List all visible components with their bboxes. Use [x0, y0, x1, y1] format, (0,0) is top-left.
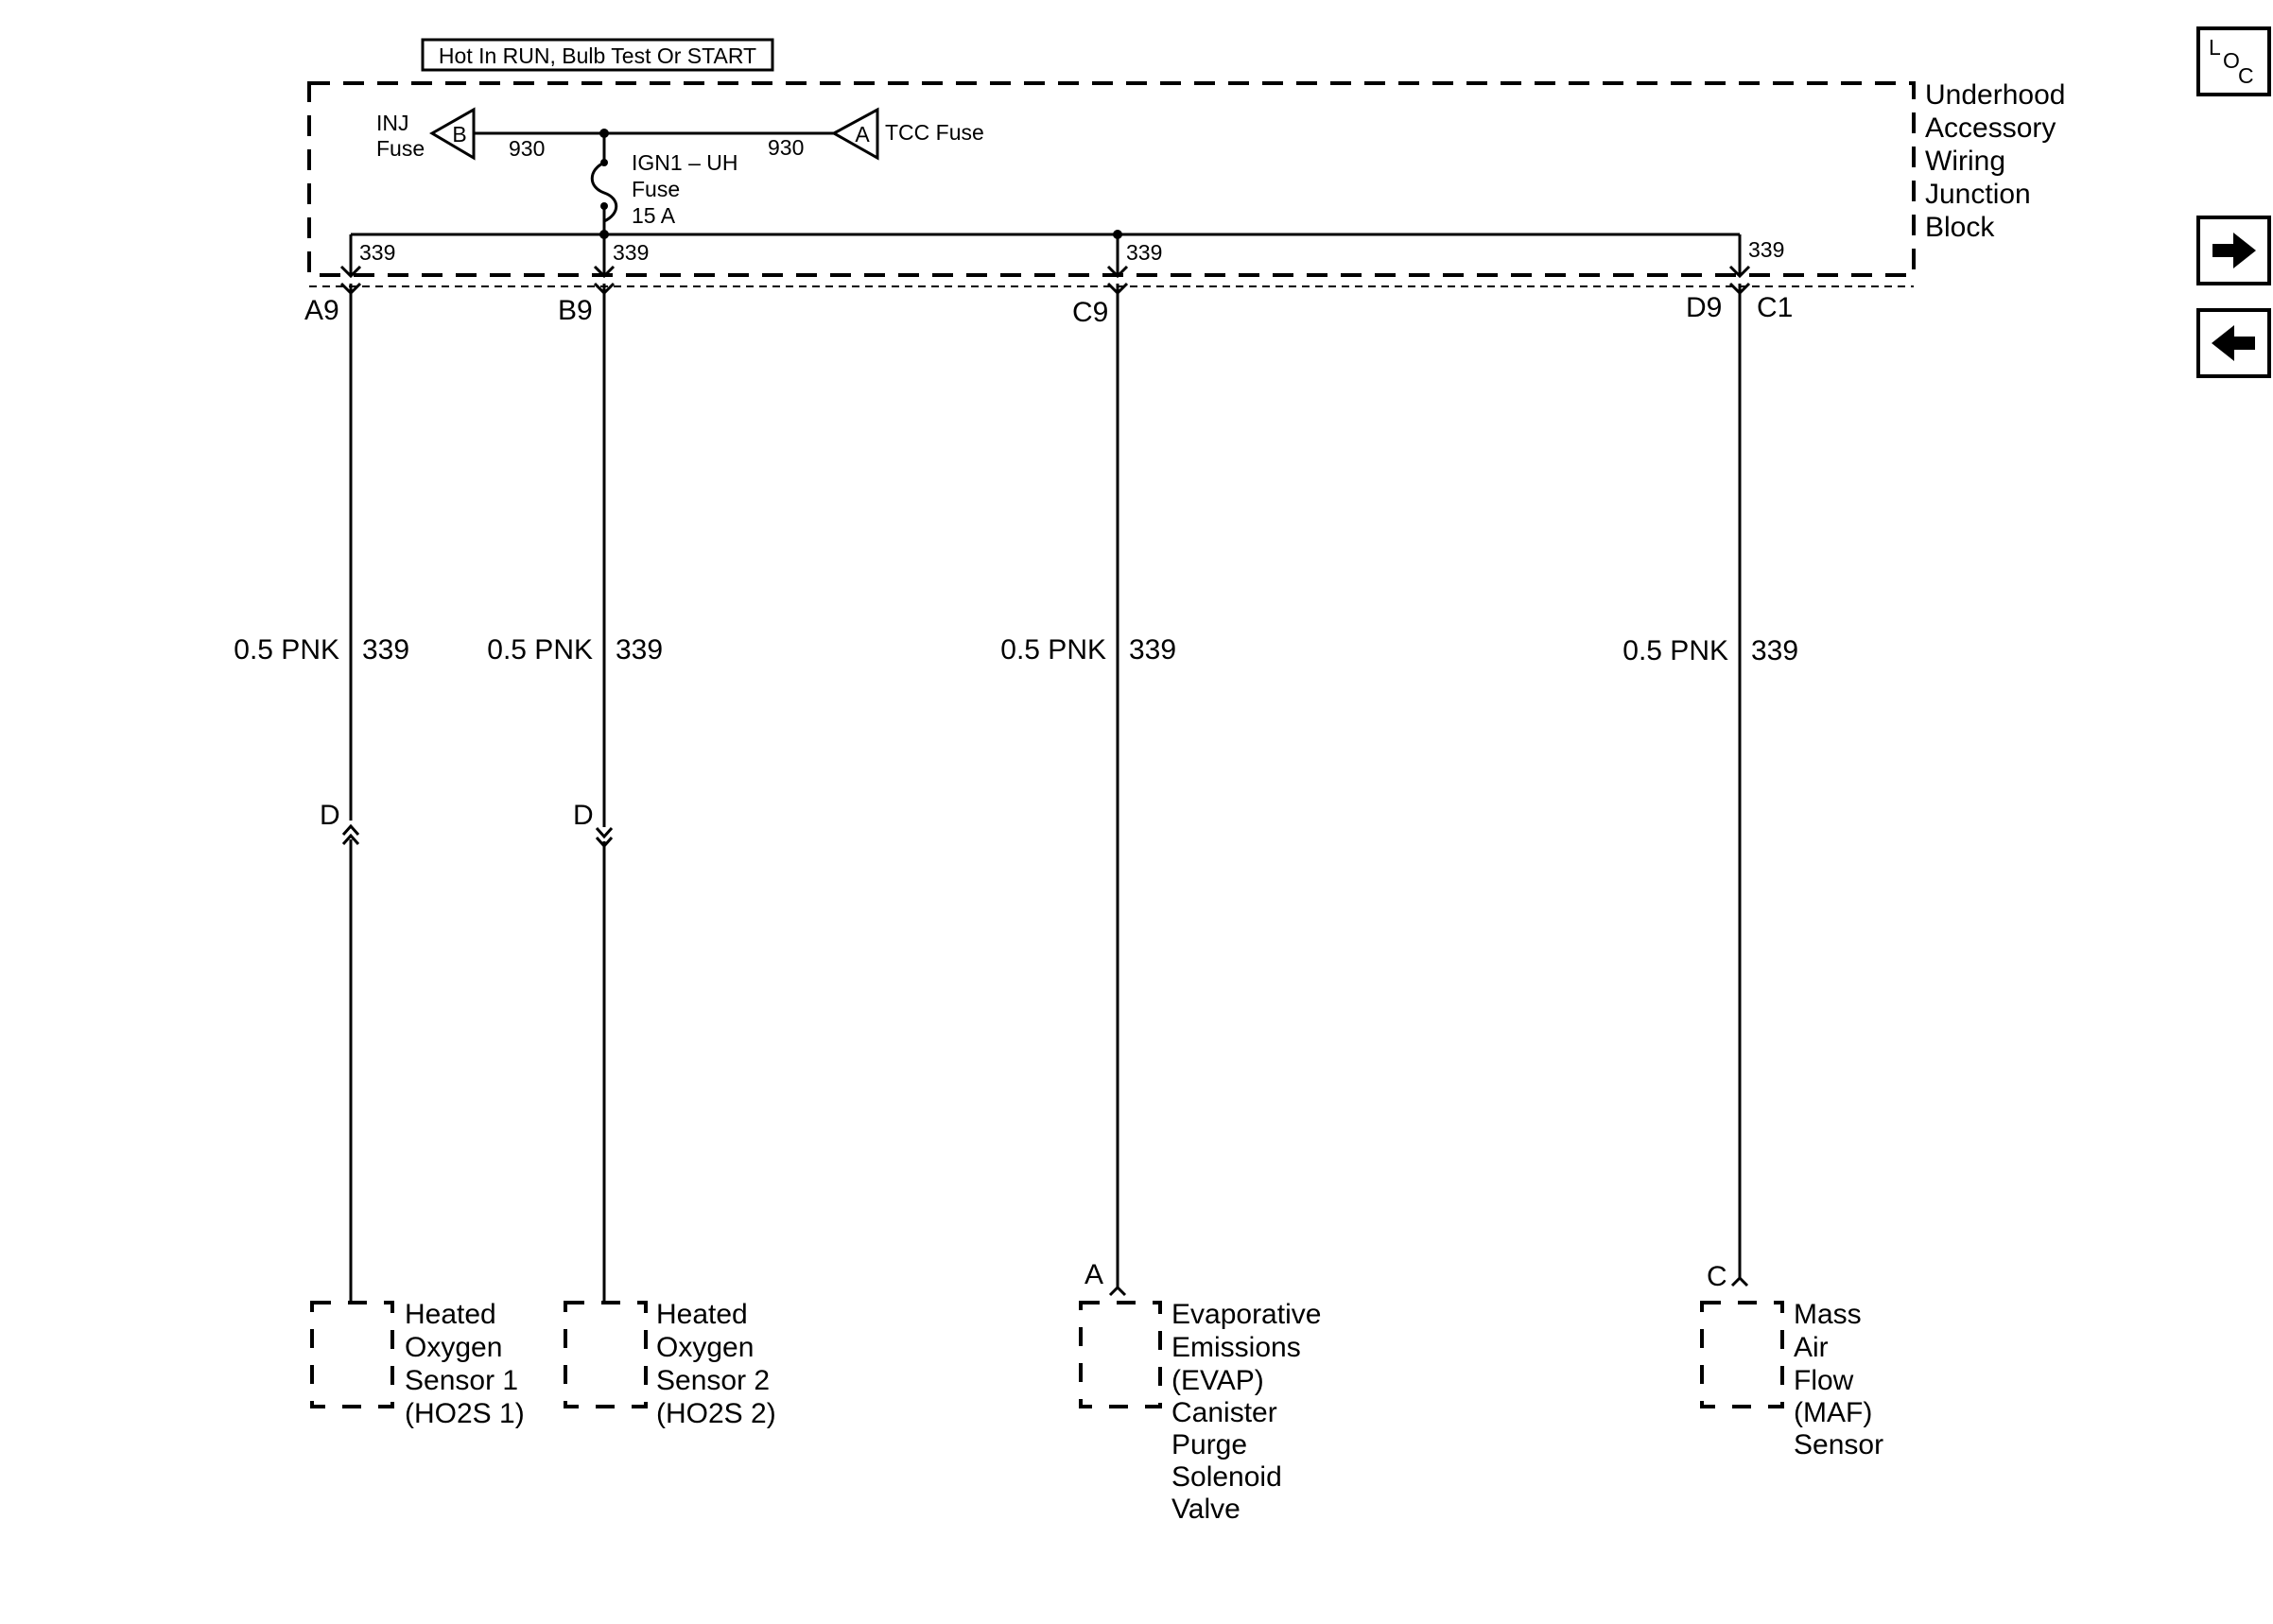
connector-b9-female-icon [593, 265, 616, 279]
component-maf-line-1: Mass [1794, 1299, 1862, 1330]
component-evap-line-7: Valve [1171, 1494, 1241, 1525]
connector-label-d9: D9 [1686, 292, 1722, 323]
component-ho2s1-line-4: (HO2S 1) [405, 1398, 525, 1429]
junction-block-name-line-1: Underhood [1925, 79, 2065, 111]
component-pin-a-icon [1108, 1285, 1127, 1297]
component-pin-label-a: A [1084, 1259, 1103, 1290]
inline-connector-label-2: D [573, 800, 594, 831]
component-maf-line-5: Sensor [1794, 1429, 1883, 1460]
component-evap-line-6: Solenoid [1171, 1461, 1282, 1493]
power-header: Hot In RUN, Bulb Test Or START [421, 38, 774, 72]
fuse-label-2: Fuse [632, 177, 680, 201]
component-evap-line-1: Evaporative [1171, 1299, 1321, 1330]
arrow-right-icon [2212, 233, 2256, 268]
wire-label-ho2s2-circuit: 339 [616, 634, 663, 665]
wire-label-evap-circuit: 339 [1129, 634, 1176, 665]
location-icon-l: L [2209, 35, 2221, 60]
fuse-label-3: 15 A [632, 203, 676, 228]
next-page-button[interactable] [2196, 216, 2271, 285]
fuse-terminal-top [600, 159, 608, 166]
junction-block: Underhood Accessory Wiring Junction Bloc… [307, 79, 2065, 296]
component-ho2s2-line-4: (HO2S 2) [656, 1398, 776, 1429]
component-ho2s2-line-1: Heated [656, 1299, 748, 1330]
component-pin-label-c: C [1707, 1261, 1727, 1292]
feed-circuit-right: 930 [768, 135, 804, 160]
bus-circuit-2: 339 [613, 240, 649, 265]
connector-c9-female-icon [1106, 265, 1129, 279]
connector-label-c9: C9 [1072, 297, 1108, 328]
junction-block-name: Underhood Accessory Wiring Junction Bloc… [1925, 79, 2065, 243]
location-button[interactable]: L O C [2196, 26, 2271, 96]
component-ho2s2-line-2: Oxygen [656, 1332, 754, 1363]
wire-label-ho2s2-color: 0.5 PNK [487, 634, 593, 665]
component-evap-line-5: Purge [1171, 1429, 1247, 1460]
component-evap-box [1079, 1301, 1162, 1408]
inline-connector-d-ho2s1-icon-2 [341, 833, 360, 845]
bus-circuit-4: 339 [1748, 237, 1784, 262]
inj-fuse-label-2: Fuse [376, 136, 425, 161]
location-icon-c: C [2238, 63, 2254, 88]
connector-label-a9: A9 [304, 295, 339, 326]
component-evap-line-2: Emissions [1171, 1332, 1301, 1363]
tcc-fuse-tag: A [855, 122, 870, 147]
inline-connector-d-ho2s1-icon [341, 823, 360, 836]
wire-label-maf-color: 0.5 PNK [1622, 635, 1728, 666]
inline-connector-label-1: D [320, 800, 340, 831]
wire-label-evap-color: 0.5 PNK [1000, 634, 1106, 665]
component-evap-valve: Evaporative Emissions (EVAP) Canister Pu… [1079, 1299, 1321, 1525]
component-maf-box [1700, 1301, 1784, 1408]
ign1-fuse-icon [590, 161, 618, 223]
previous-page-button[interactable] [2196, 308, 2271, 378]
junction-block-name-line-4: Junction [1925, 179, 2031, 210]
junction-block-name-line-3: Wiring [1925, 146, 2005, 177]
junction-block-name-line-2: Accessory [1925, 112, 2056, 144]
component-evap-line-4: Canister [1171, 1397, 1277, 1428]
component-ho2s1-box [310, 1301, 394, 1408]
component-maf-line-2: Air [1794, 1332, 1829, 1363]
wire-label-ho2s1-color: 0.5 PNK [234, 634, 339, 665]
component-ho2s2-box [564, 1301, 648, 1408]
tcc-fuse-reference-icon [830, 107, 879, 161]
connector-a9-female-icon [339, 265, 362, 279]
component-evap-line-3: (EVAP) [1171, 1365, 1264, 1396]
component-ho2s1-line-3: Sensor 1 [405, 1365, 518, 1396]
connector-label-c1: C1 [1757, 292, 1793, 323]
feed-circuit-left: 930 [509, 136, 545, 161]
inline-connector-d-ho2s2-icon [595, 827, 614, 839]
connector-d9-female-icon [1728, 265, 1751, 279]
inline-connector-d-ho2s2-icon-2 [595, 837, 614, 849]
fuse-label-1: IGN1 – UH [632, 150, 737, 175]
component-maf-line-4: (MAF) [1794, 1397, 1872, 1428]
wire-label-maf-circuit: 339 [1751, 635, 1798, 666]
arrow-left-icon [2212, 325, 2255, 361]
component-ho2s1-line-1: Heated [405, 1299, 496, 1330]
location-button-frame [2196, 26, 2271, 96]
bus-circuit-3: 339 [1126, 240, 1162, 265]
inj-fuse-tag: B [452, 122, 466, 147]
component-ho2s1-line-2: Oxygen [405, 1332, 502, 1363]
component-pin-c-icon [1730, 1275, 1749, 1287]
junction-block-outline [307, 81, 1916, 277]
component-maf-sensor: Mass Air Flow (MAF) Sensor [1700, 1299, 1883, 1460]
inj-fuse-label-1: INJ [376, 111, 409, 135]
connector-label-b9: B9 [558, 295, 593, 326]
location-icon-o: O [2223, 48, 2240, 73]
junction-block-name-line-5: Block [1925, 212, 1995, 243]
power-header-label: Hot In RUN, Bulb Test Or START [439, 43, 756, 68]
tcc-fuse-label: TCC Fuse [885, 120, 984, 145]
wire-label-ho2s1-circuit: 339 [362, 634, 409, 665]
component-maf-line-3: Flow [1794, 1365, 1854, 1396]
power-header-box [421, 38, 774, 72]
inj-fuse-reference-icon [429, 107, 476, 161]
component-ho2s2-line-3: Sensor 2 [656, 1365, 770, 1396]
component-ho2s2: Heated Oxygen Sensor 2 (HO2S 2) [564, 1299, 776, 1429]
component-ho2s1: Heated Oxygen Sensor 1 (HO2S 1) [310, 1299, 525, 1429]
bus-circuit-1: 339 [359, 240, 395, 265]
